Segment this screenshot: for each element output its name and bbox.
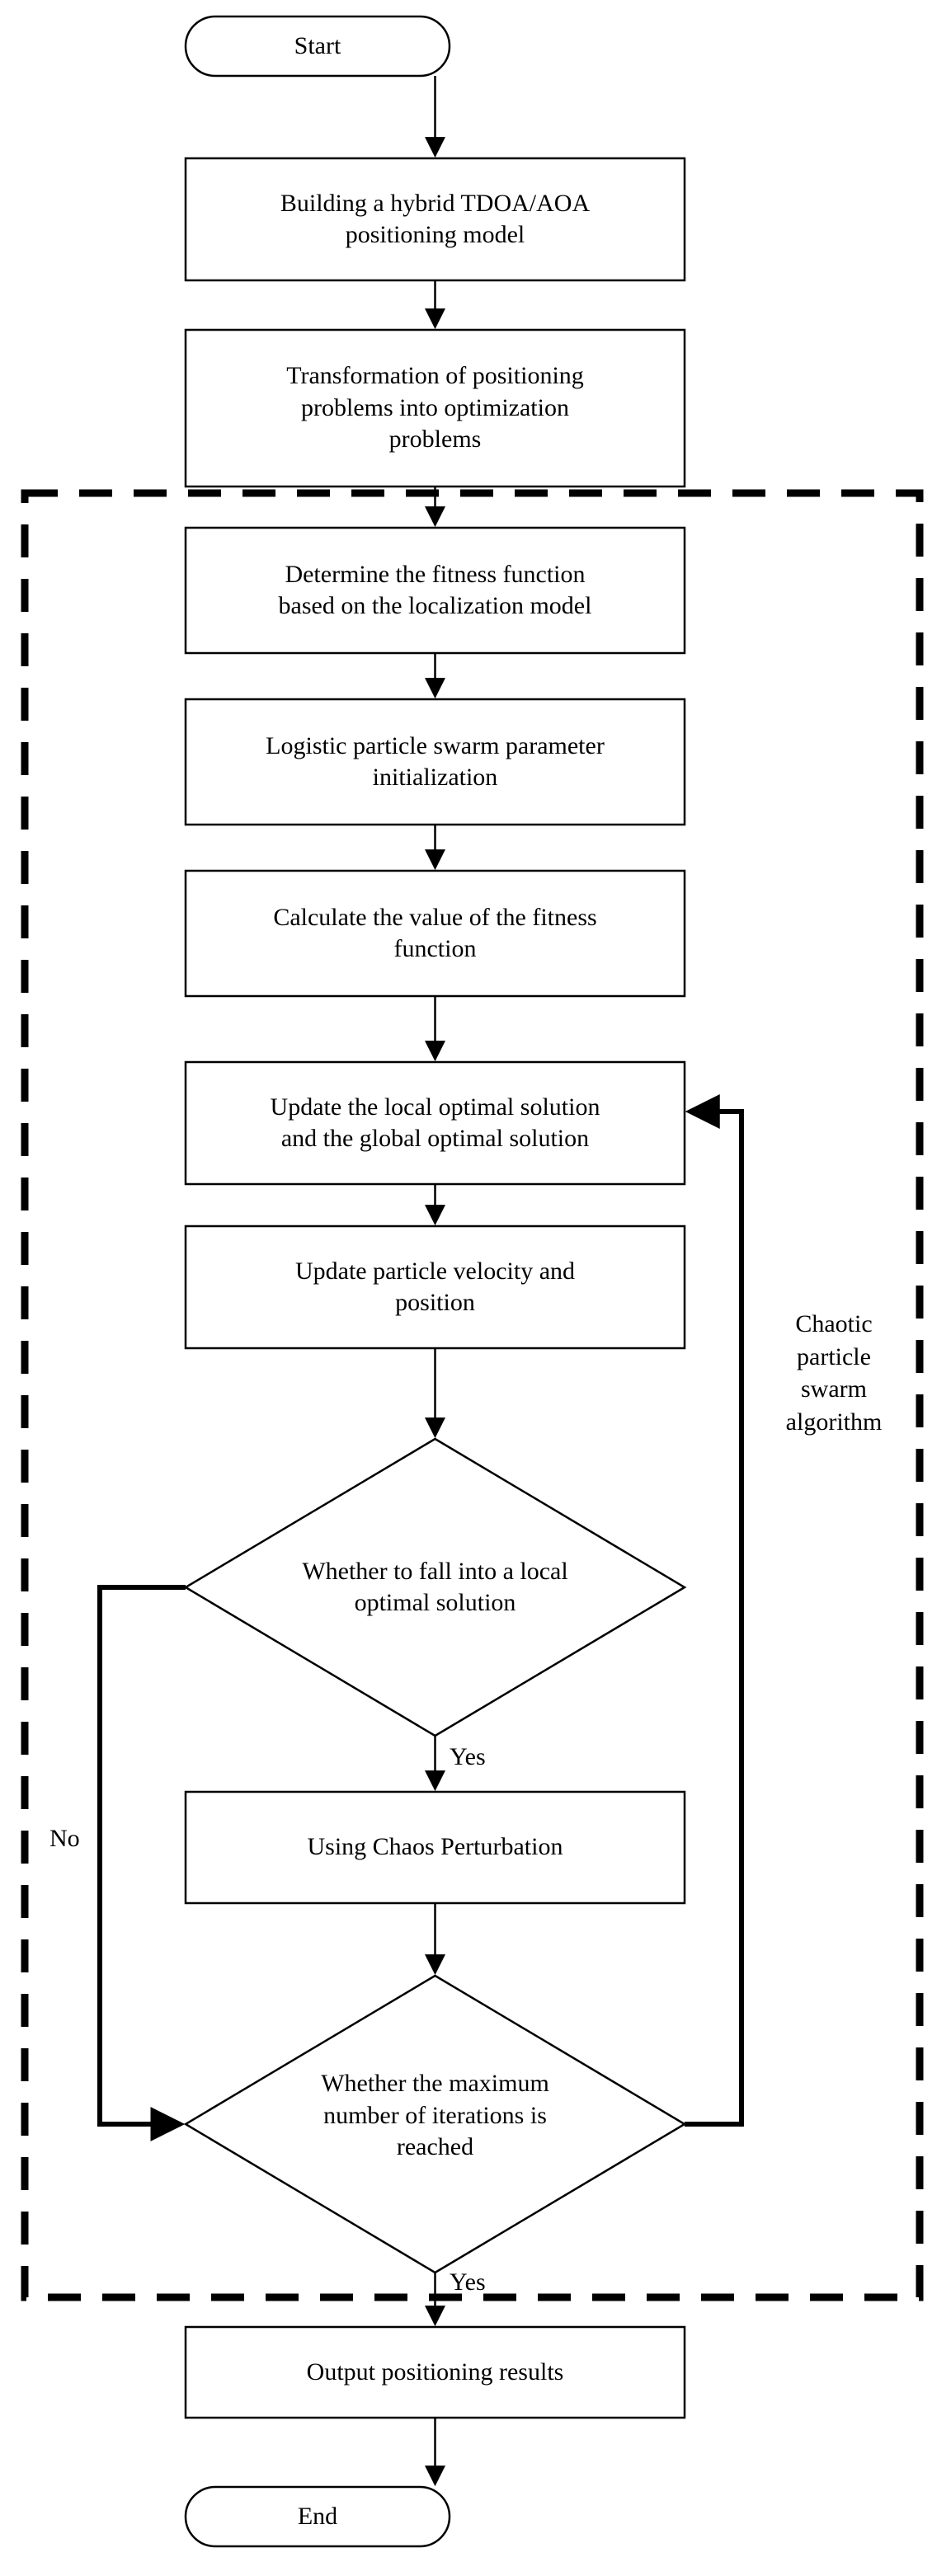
transform-node-shape <box>184 328 686 488</box>
fitness-function-node-shape <box>184 526 686 655</box>
output-results-node-shape <box>184 2325 686 2419</box>
chaotic-algorithm-group-label: Chaotic particle swarm algorithm <box>785 1310 883 1436</box>
edge-label-yes-max-iterations: Yes <box>450 2268 486 2296</box>
start-node-shape <box>184 15 451 78</box>
chaos-perturbation-node-shape <box>184 1790 686 1905</box>
end-node-shape <box>184 2485 451 2548</box>
init-params-node-shape <box>184 698 686 826</box>
edge-label-yes-local-optimal: Yes <box>450 1743 486 1770</box>
edge-local-optimal-check-no-to-max-iterations-check <box>97 1585 186 2141</box>
edge-max-iterations-feedback-to-update-optimal <box>685 1094 744 2127</box>
build-model-node-shape <box>184 157 686 282</box>
update-optimal-node-shape <box>184 1060 686 1186</box>
local-optimal-check-node-shape <box>183 1437 687 1737</box>
update-velocity-node-shape <box>184 1225 686 1350</box>
calc-fitness-node-shape <box>184 869 686 998</box>
chaotic-algorithm-group-box <box>21 489 924 2301</box>
max-iterations-check-node-shape <box>183 1974 687 2274</box>
edge-label-no-local-optimal: No <box>49 1825 80 1852</box>
